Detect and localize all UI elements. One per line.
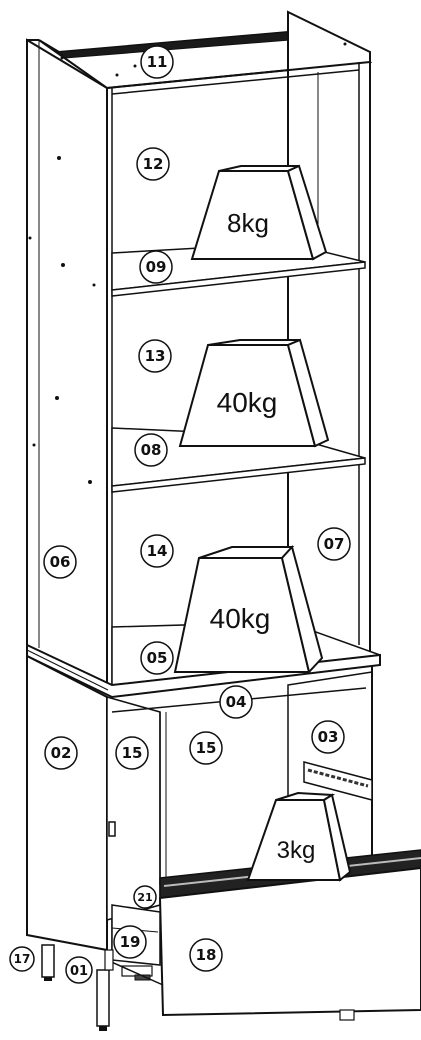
screw-dot — [55, 396, 59, 400]
part-label-09: 09 — [139, 250, 173, 284]
plinth-line — [106, 959, 164, 986]
part-label-04: 04 — [219, 685, 253, 719]
svg-text:03: 03 — [318, 728, 339, 746]
shelf-04-edge — [26, 649, 109, 691]
leg-front-left — [41, 944, 55, 978]
shelf-09-edge — [111, 261, 366, 297]
part-label-06: 06 — [43, 545, 77, 579]
screw-dot — [92, 283, 96, 287]
svg-text:21: 21 — [137, 891, 152, 904]
weight-label: 40kg — [210, 603, 271, 634]
tray-slot-2 — [134, 974, 151, 981]
svg-text:08: 08 — [141, 441, 162, 459]
leg-front-left-base — [44, 977, 52, 981]
svg-text:09: 09 — [146, 258, 167, 276]
screw-dot — [343, 42, 347, 46]
svg-text:15: 15 — [122, 744, 143, 762]
svg-text:01: 01 — [70, 964, 88, 979]
leg-back — [104, 949, 114, 971]
part-label-12: 12 — [136, 147, 170, 181]
weight-label: 8kg — [227, 208, 269, 238]
part-label-02: 02 — [44, 736, 78, 770]
screw-dot — [57, 156, 61, 160]
front-top-edge — [106, 61, 371, 89]
weight-label: 40kg — [217, 387, 278, 418]
screw-dot — [115, 73, 119, 77]
weight-label: 3kg — [277, 837, 316, 864]
svg-text:11: 11 — [147, 53, 168, 71]
screw-dot — [133, 64, 137, 68]
svg-text:14: 14 — [147, 542, 168, 560]
screw-dot — [60, 56, 64, 60]
part-label-01: 01 — [65, 956, 93, 984]
door-panel — [106, 696, 161, 921]
weight-40kg-upper: 40kg — [178, 338, 330, 448]
svg-text:12: 12 — [143, 155, 164, 173]
leg-front-mid-base — [99, 1026, 107, 1031]
drawer-rail-line — [307, 768, 369, 788]
part-label-17: 17 — [9, 946, 35, 972]
part-label-15-door: 15 — [115, 736, 149, 770]
part-label-14: 14 — [140, 534, 174, 568]
svg-text:15: 15 — [196, 739, 217, 757]
part-label-05: 05 — [140, 641, 174, 675]
screw-dot — [28, 236, 32, 240]
part-label-13: 13 — [138, 339, 172, 373]
svg-text:04: 04 — [226, 693, 247, 711]
svg-text:05: 05 — [147, 649, 168, 667]
part-label-19: 19 — [113, 925, 147, 959]
part-label-18: 18 — [189, 938, 223, 972]
svg-text:17: 17 — [14, 952, 31, 966]
svg-text:19: 19 — [120, 933, 141, 951]
drawer-rail — [303, 761, 373, 801]
part-label-21: 21 — [133, 885, 157, 909]
weight-8kg: 8kg — [190, 164, 328, 261]
part-label-07: 07 — [317, 527, 351, 561]
part-label-11: 11 — [140, 45, 174, 79]
leg-right — [339, 1009, 355, 1021]
weight-3kg: 3kg — [246, 791, 352, 882]
svg-text:07: 07 — [324, 535, 345, 553]
lower-left-panel — [26, 654, 108, 952]
svg-text:02: 02 — [51, 744, 72, 762]
weight-40kg-lower: 40kg — [173, 544, 324, 675]
svg-text:13: 13 — [145, 347, 166, 365]
screw-dot — [32, 443, 36, 447]
part-label-03: 03 — [311, 720, 345, 754]
part-labels: 11 12 09 13 08 14 06 07 — [9, 45, 351, 984]
part-label-08: 08 — [134, 433, 168, 467]
shelf-08-edge — [111, 457, 366, 493]
part-label-15-inner: 15 — [189, 731, 223, 765]
screw-dot — [61, 263, 65, 267]
screw-dot — [88, 480, 92, 484]
svg-text:18: 18 — [196, 946, 217, 964]
hinge — [108, 821, 116, 837]
svg-text:06: 06 — [50, 553, 71, 571]
leg-front-mid — [96, 969, 110, 1027]
